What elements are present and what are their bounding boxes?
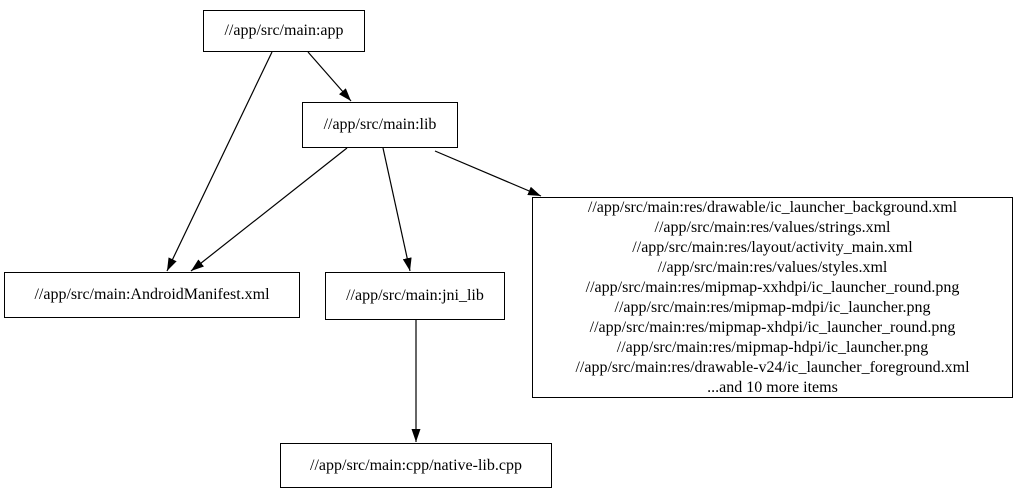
edge-app-to-lib [307,51,352,102]
node-lib: //app/src/main:lib [302,102,458,148]
node-jni-lib: //app/src/main:jni_lib [325,272,505,320]
node-android-manifest: //app/src/main:AndroidManifest.xml [4,272,300,318]
resource-line: //app/src/main:res/mipmap-mdpi/ic_launch… [614,298,931,316]
edge-app-to-manifest [166,51,273,272]
resource-line: //app/src/main:res/layout/activity_main.… [632,238,913,256]
edge-lib-to-manifest [190,147,348,272]
node-native-lib-cpp: //app/src/main:cpp/native-lib.cpp [280,443,552,488]
resource-line: //app/src/main:res/mipmap-hdpi/ic_launch… [616,338,929,356]
node-resources: //app/src/main:res/drawable/ic_launcher_… [532,197,1013,398]
resource-line: //app/src/main:res/drawable/ic_launcher_… [587,198,958,216]
edge-lib-to-jni-lib [382,147,412,272]
edge-lib-to-resources [434,150,542,197]
resource-line: //app/src/main:res/values/strings.xml [654,218,891,236]
resource-line: //app/src/main:res/mipmap-xxhdpi/ic_laun… [585,278,960,296]
resource-line: //app/src/main:res/values/styles.xml [657,258,888,276]
resource-line: //app/src/main:res/drawable-v24/ic_launc… [575,358,970,376]
resource-line: //app/src/main:res/mipmap-xhdpi/ic_launc… [589,318,956,336]
node-app: //app/src/main:app [203,10,365,52]
resource-line: ...and 10 more items [707,378,838,396]
